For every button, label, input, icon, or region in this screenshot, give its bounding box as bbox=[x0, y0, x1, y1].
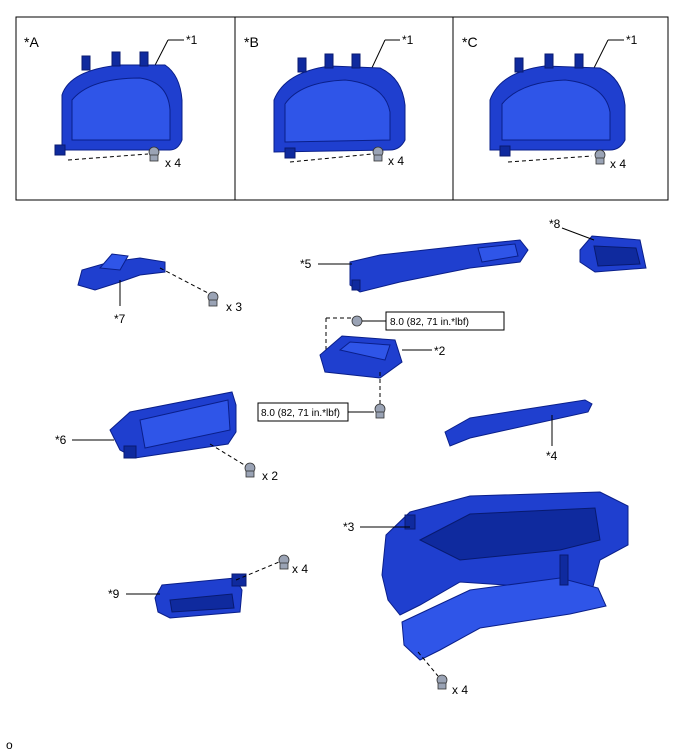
part-label-8: *8 bbox=[549, 217, 561, 231]
bolt-icon bbox=[207, 291, 219, 307]
qty-label-b: x 4 bbox=[388, 154, 404, 168]
torque-spec-lower: 8.0 (82, 71 in.*lbf) bbox=[261, 408, 340, 419]
bolt-icon bbox=[351, 315, 363, 327]
part-5: *5 bbox=[300, 239, 529, 293]
part-label-c: *1 bbox=[626, 33, 638, 47]
combination-meter-c bbox=[489, 53, 626, 157]
torque-box-lower bbox=[257, 402, 349, 422]
part-3: *3 x 4 bbox=[343, 491, 629, 697]
part-9: *9 x 4 bbox=[108, 554, 308, 619]
part-label-9: *9 bbox=[108, 587, 120, 601]
part-label-7: *7 bbox=[114, 312, 126, 326]
panel-b: *B *1 x 4 bbox=[244, 33, 414, 168]
bolt-icon bbox=[244, 462, 256, 478]
part-2: 8.0 (82, 71 in.*lbf) *2 8.0 (82, 71 in.*… bbox=[257, 311, 505, 422]
part-8: *8 bbox=[549, 217, 647, 273]
part-label-5: *5 bbox=[300, 257, 312, 271]
qty-label-a: x 4 bbox=[165, 156, 181, 170]
qty-label-6: x 2 bbox=[262, 469, 278, 483]
bolt-icon bbox=[278, 554, 290, 570]
bolt-icon bbox=[374, 403, 386, 419]
bolt-icon bbox=[372, 146, 384, 162]
combination-meter-b bbox=[273, 53, 406, 159]
panel-c: *C *1 x 4 bbox=[462, 33, 638, 171]
panel-frame bbox=[15, 16, 669, 201]
combination-meter-a bbox=[54, 51, 183, 156]
bolt-icon bbox=[148, 146, 160, 162]
part-label-3: *3 bbox=[343, 520, 355, 534]
part-7: *7 x 3 bbox=[77, 253, 242, 326]
bolt-icon bbox=[436, 674, 448, 690]
qty-label-3: x 4 bbox=[452, 683, 468, 697]
part-label-a: *1 bbox=[186, 33, 198, 47]
part-label-6: *6 bbox=[55, 433, 67, 447]
torque-spec-upper: 8.0 (82, 71 in.*lbf) bbox=[390, 317, 469, 328]
illustration-code: o bbox=[6, 738, 13, 752]
qty-label-7: x 3 bbox=[226, 300, 242, 314]
qty-label-c: x 4 bbox=[610, 157, 626, 171]
part-6: *6 x 2 bbox=[55, 391, 278, 483]
qty-label-9: x 4 bbox=[292, 562, 308, 576]
bolt-icon bbox=[594, 149, 606, 165]
variant-label-c: *C bbox=[462, 34, 478, 50]
part-label-b: *1 bbox=[402, 33, 414, 47]
variant-label-a: *A bbox=[24, 34, 39, 50]
variant-label-b: *B bbox=[244, 34, 259, 50]
part-4: *4 bbox=[444, 399, 593, 463]
part-label-2: *2 bbox=[434, 344, 446, 358]
part-label-4: *4 bbox=[546, 449, 558, 463]
panel-a: *A *1 x 4 bbox=[24, 33, 198, 170]
torque-box-upper bbox=[385, 311, 505, 331]
